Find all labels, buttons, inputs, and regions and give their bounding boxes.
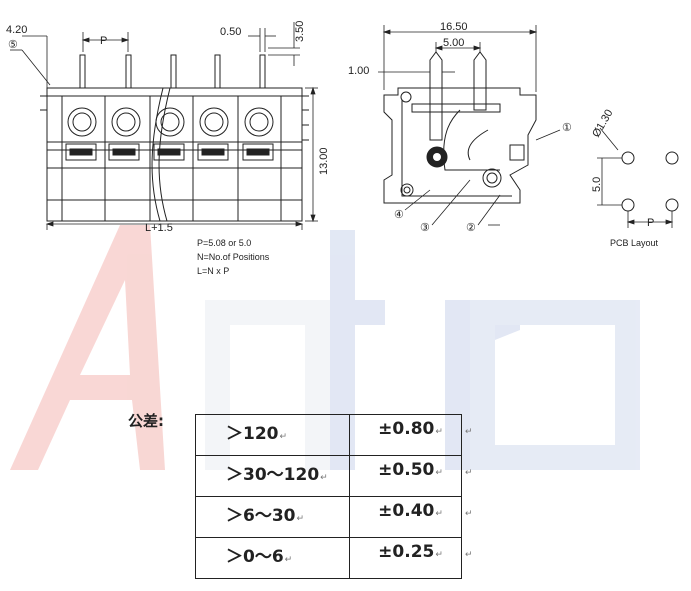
tolerance-label: 公差:	[128, 412, 164, 430]
tolerance-cell: ±0.50↵	[349, 455, 462, 497]
callout-3: ③	[420, 222, 430, 234]
range-cell: ＞120↵	[194, 414, 351, 456]
front-dimensions	[10, 22, 318, 230]
dim-3-50: 3.50	[294, 21, 306, 42]
table-row: ＞30～120↵ ±0.50↵	[194, 455, 462, 497]
pole-dividers	[61, 96, 282, 221]
screw-holes	[67, 107, 274, 137]
side-body	[383, 87, 537, 204]
side-dimensions	[378, 25, 561, 226]
side-view: 16.50 5.00 1.00 ① ② ③ ④	[348, 21, 572, 234]
dim-4-20: 4.20	[6, 24, 27, 36]
row-end-mark: ↵	[465, 426, 473, 436]
dim-1-00: 1.00	[348, 65, 369, 77]
pins	[79, 54, 266, 89]
row-end-mark: ↵	[465, 549, 473, 559]
pcb-hole	[665, 198, 679, 212]
table-row: ＞0～6↵ ±0.25↵	[194, 537, 462, 579]
pcb-layout: Ø1.30 5.0 P PCB Layout	[590, 108, 679, 248]
tolerance-cell: ±0.80↵	[349, 414, 462, 456]
pcb-hole-dia: Ø1.30	[590, 108, 615, 140]
tolerance-table: ＞120↵ ±0.80↵ ＞30～120↵ ±0.50↵ ＞6～30↵ ±0.4…	[194, 414, 462, 579]
wire-entries	[65, 143, 274, 161]
pcb-row-spacing: 5.0	[591, 177, 603, 192]
pcb-caption: PCB Layout	[610, 238, 659, 248]
dim-13-00: 13.00	[318, 147, 330, 175]
note-positions: N=No.of Positions	[197, 252, 270, 262]
range-cell: ＞30～120↵	[194, 455, 351, 497]
watermark-shapes	[10, 225, 640, 470]
callout-5: ⑤	[8, 39, 18, 51]
dim-pitch: P	[100, 35, 107, 47]
callout-4: ④	[394, 209, 404, 221]
dim-16-50: 16.50	[440, 21, 468, 33]
range-cell: ＞0～6↵	[194, 537, 351, 579]
technical-drawing: 4.20 ⑤ P 0.50 3.50 13.00 L+1.5 P=5.08 or…	[6, 21, 679, 276]
row-end-mark: ↵	[465, 508, 473, 518]
tolerance-cell: ±0.25↵	[349, 537, 462, 579]
callout-1: ①	[562, 122, 572, 134]
tolerance-cell: ±0.40↵	[349, 496, 462, 538]
table-row: ＞6～30↵ ±0.40↵	[194, 496, 462, 538]
row-end-mark: ↵	[465, 467, 473, 477]
dim-length: L+1.5	[145, 222, 173, 234]
dim-0-50: 0.50	[220, 26, 241, 38]
table-row: ＞120↵ ±0.80↵	[194, 414, 462, 456]
pcb-hole	[665, 151, 679, 165]
dim-5-00: 5.00	[443, 37, 464, 49]
pcb-pitch: P	[647, 217, 654, 229]
note-length: L=N x P	[197, 266, 229, 276]
front-view: 4.20 ⑤ P 0.50 3.50 13.00 L+1.5 P=5.08 or…	[6, 21, 330, 276]
pcb-hole	[621, 198, 635, 212]
range-cell: ＞6～30↵	[194, 496, 351, 538]
callout-2: ②	[466, 222, 476, 234]
pcb-hole	[621, 151, 635, 165]
note-pitch: P=5.08 or 5.0	[197, 238, 251, 248]
